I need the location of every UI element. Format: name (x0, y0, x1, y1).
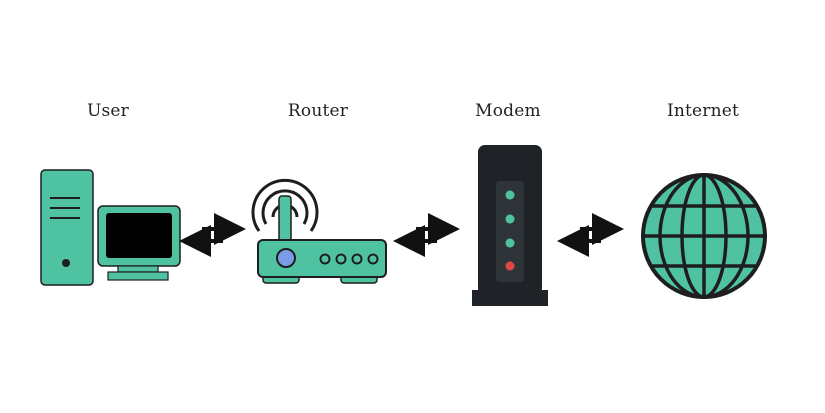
router-power-light (276, 248, 296, 268)
node-label-router: Router (287, 101, 349, 121)
monitor-screen (106, 213, 172, 258)
router-icon (251, 178, 387, 284)
router-antenna (278, 195, 292, 247)
pc-tower (40, 169, 94, 286)
signal-arc (261, 189, 309, 225)
bidirectional-arrow-icon (179, 213, 246, 257)
modem-led-red (505, 261, 515, 271)
modem-led-green (505, 190, 515, 200)
monitor-neck (117, 265, 159, 273)
signal-arc (251, 178, 319, 232)
modem-led-green (505, 238, 515, 248)
globe-icon (641, 173, 767, 299)
modem-led-panel (496, 181, 524, 282)
monitor-stand (107, 271, 169, 281)
router-port-light (335, 253, 347, 265)
router-port-light (351, 253, 363, 265)
modem-base (472, 290, 548, 306)
router-port-light (319, 253, 331, 265)
node-label-modem: Modem (475, 101, 541, 121)
bidirectional-arrow-icon (393, 213, 460, 257)
bidirectional-arrow-icon (557, 213, 624, 257)
modem-led-green (505, 214, 515, 224)
modem-icon (472, 145, 548, 306)
tower-power-button (62, 259, 70, 267)
router-port-light (367, 253, 379, 265)
node-label-internet: Internet (666, 101, 740, 121)
computer-icon (40, 169, 181, 286)
node-label-user: User (86, 101, 130, 121)
